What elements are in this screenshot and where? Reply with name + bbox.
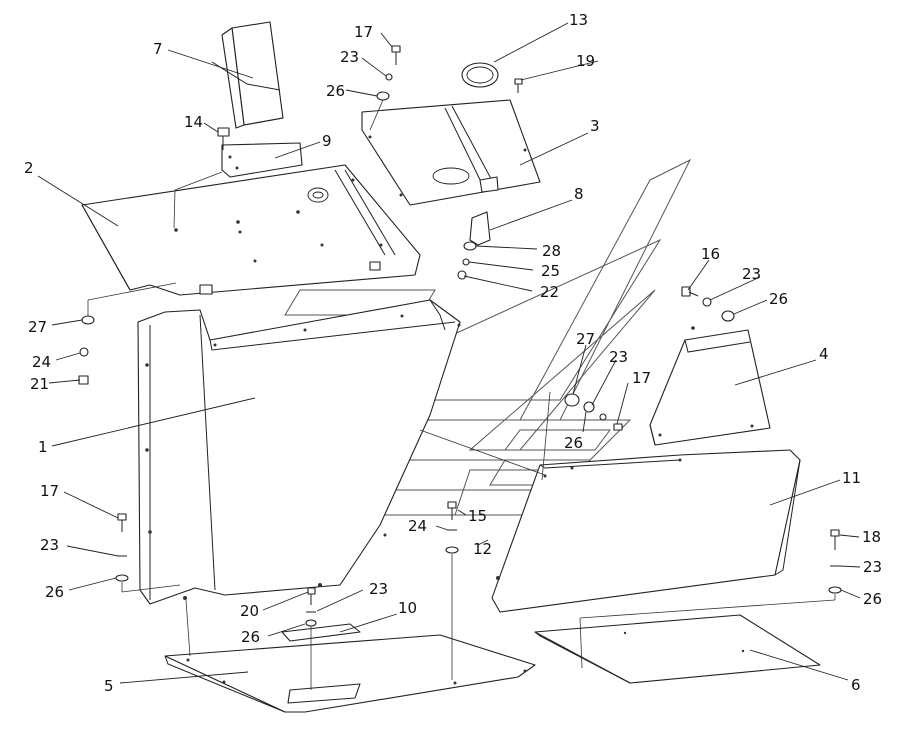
callout-26: 26	[863, 590, 882, 608]
callout-12: 12	[473, 540, 492, 558]
callout-26: 26	[769, 290, 788, 308]
part-13-ring	[461, 62, 499, 88]
callout-16: 16	[701, 245, 720, 263]
callout-13: 13	[569, 11, 588, 29]
callout-26: 26	[326, 82, 345, 100]
part-3-rear-cover	[361, 99, 541, 206]
callout-19: 19	[576, 52, 595, 70]
callout-6: 6	[851, 676, 861, 694]
callout-23: 23	[742, 265, 761, 283]
callout-26: 26	[241, 628, 260, 646]
callout-26: 26	[564, 434, 583, 452]
callout-20: 20	[240, 602, 259, 620]
callout-7: 7	[153, 40, 163, 58]
part-5-floor-plate	[164, 634, 536, 713]
callout-1: 1	[38, 438, 48, 456]
callout-4: 4	[819, 345, 829, 363]
callout-24: 24	[32, 353, 51, 371]
callout-14: 14	[184, 113, 203, 131]
part-1-main-panel	[137, 299, 461, 605]
callout-5: 5	[104, 677, 114, 695]
callout-8: 8	[574, 185, 584, 203]
callout-27: 27	[28, 318, 47, 336]
callout-24: 24	[408, 517, 427, 535]
callout-23: 23	[609, 348, 628, 366]
part-4-side-bracket	[649, 326, 771, 446]
part-2-top-cover	[81, 164, 421, 296]
callout-3: 3	[590, 117, 600, 135]
part-8-clip	[469, 211, 491, 246]
fasteners-28-25-22	[457, 241, 477, 280]
callout-26: 26	[45, 583, 64, 601]
leader-lines	[37, 22, 861, 684]
callout-15: 15	[468, 507, 487, 525]
callout-labels: 1 2 3 4 5 6 7 8 9 10 11 12 13 14 15 16 1…	[24, 11, 882, 695]
callout-9: 9	[322, 132, 332, 150]
part-11-side-panel	[491, 449, 801, 613]
part-7-deflector	[211, 21, 284, 129]
callout-23: 23	[40, 536, 59, 554]
callout-17: 17	[632, 369, 651, 387]
callout-27: 27	[576, 330, 595, 348]
callout-23: 23	[369, 580, 388, 598]
callout-18: 18	[862, 528, 881, 546]
callout-21: 21	[30, 375, 49, 393]
callout-11: 11	[842, 469, 861, 487]
fasteners	[78, 45, 842, 690]
part-9-bracket	[221, 142, 303, 178]
callout-10: 10	[398, 599, 417, 617]
callout-17: 17	[40, 482, 59, 500]
callout-22: 22	[540, 283, 559, 301]
callout-23: 23	[863, 558, 882, 576]
part-6-base-plate	[534, 614, 821, 684]
callout-25: 25	[541, 262, 560, 280]
callout-17: 17	[354, 23, 373, 41]
callout-2: 2	[24, 159, 34, 177]
callout-28: 28	[542, 242, 561, 260]
part-10-access-cover	[281, 623, 361, 642]
callout-23: 23	[340, 48, 359, 66]
